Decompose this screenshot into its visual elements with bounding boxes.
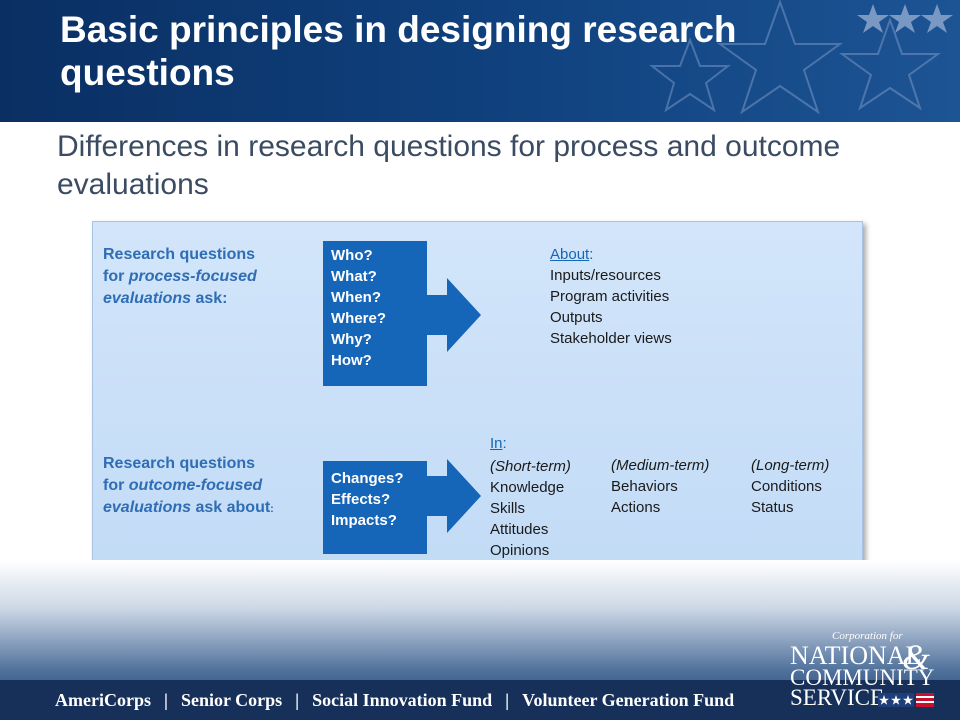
question-item: How? [331, 352, 372, 369]
question-item: Where? [331, 310, 387, 327]
long-term-item: Status [751, 499, 794, 516]
outcome-in-heading: In: [490, 435, 507, 452]
medium-term-item: Behaviors [611, 478, 678, 495]
question-item: Who? [331, 247, 373, 264]
program-volunteer-generation-fund: Volunteer Generation Fund [522, 690, 735, 710]
question-item: What? [331, 268, 377, 285]
program-americorps: AmeriCorps [55, 690, 151, 710]
program-senior-corps: Senior Corps [180, 690, 283, 710]
short-term-item: Attitudes [490, 521, 549, 538]
outcome-label: Research questions for outcome-focused e… [103, 455, 274, 516]
short-term-label: (Short-term) [490, 458, 571, 475]
short-term-item: Knowledge [490, 479, 565, 496]
long-term-label: (Long-term) [751, 457, 830, 474]
long-term-item: Conditions [751, 478, 822, 495]
nav-separator: | [295, 690, 300, 710]
nav-separator: | [505, 690, 510, 710]
question-item: Effects? [331, 491, 391, 508]
program-social-innovation-fund: Social Innovation Fund [312, 690, 493, 710]
question-item: Why? [331, 331, 372, 348]
about-item: Stakeholder views [550, 330, 672, 347]
outcome-arrow-icon [425, 459, 481, 533]
process-arrow-icon [425, 278, 481, 352]
short-term-list: (Short-term) Knowledge Skills Attitudes … [490, 456, 571, 561]
short-term-item: Opinions [490, 542, 550, 559]
slide-subtitle: Differences in research questions for pr… [57, 130, 841, 201]
question-item: When? [331, 289, 381, 306]
diagram-panel [92, 221, 863, 578]
process-about-list: About: Inputs/resources Program activiti… [550, 246, 672, 347]
medium-term-item: Actions [611, 499, 661, 516]
program-nav: AmeriCorps | Senior Corps | Social Innov… [55, 688, 734, 712]
nav-separator: | [163, 690, 168, 710]
about-item: Inputs/resources [550, 267, 661, 284]
slide-title: Basic principles in designing research q… [60, 9, 737, 93]
header-band: Basic principles in designing research q… [0, 0, 960, 122]
cncs-logo: Corporation for NATIONAL & COMMUNITY SER… [790, 630, 935, 710]
flag-stars-icon [878, 693, 934, 707]
outcome-questions-box: Changes? Effects? Impacts? [323, 461, 427, 554]
about-item: Outputs [550, 309, 603, 326]
medium-term-list: (Medium-term) Behaviors Actions [611, 455, 709, 518]
long-term-list: (Long-term) Conditions Status [751, 455, 829, 518]
about-heading: About [550, 246, 590, 263]
question-item: Changes? [331, 470, 404, 487]
about-item: Program activities [550, 288, 670, 305]
medium-term-label: (Medium-term) [611, 457, 710, 474]
process-questions-box: Who? What? When? Where? Why? How? [323, 241, 427, 386]
stars-decoration-icon [649, 0, 953, 115]
process-label: Research questions for process-focused e… [103, 246, 257, 307]
footer-bar [0, 680, 960, 720]
short-term-item: Skills [490, 500, 526, 517]
question-item: Impacts? [331, 512, 397, 529]
